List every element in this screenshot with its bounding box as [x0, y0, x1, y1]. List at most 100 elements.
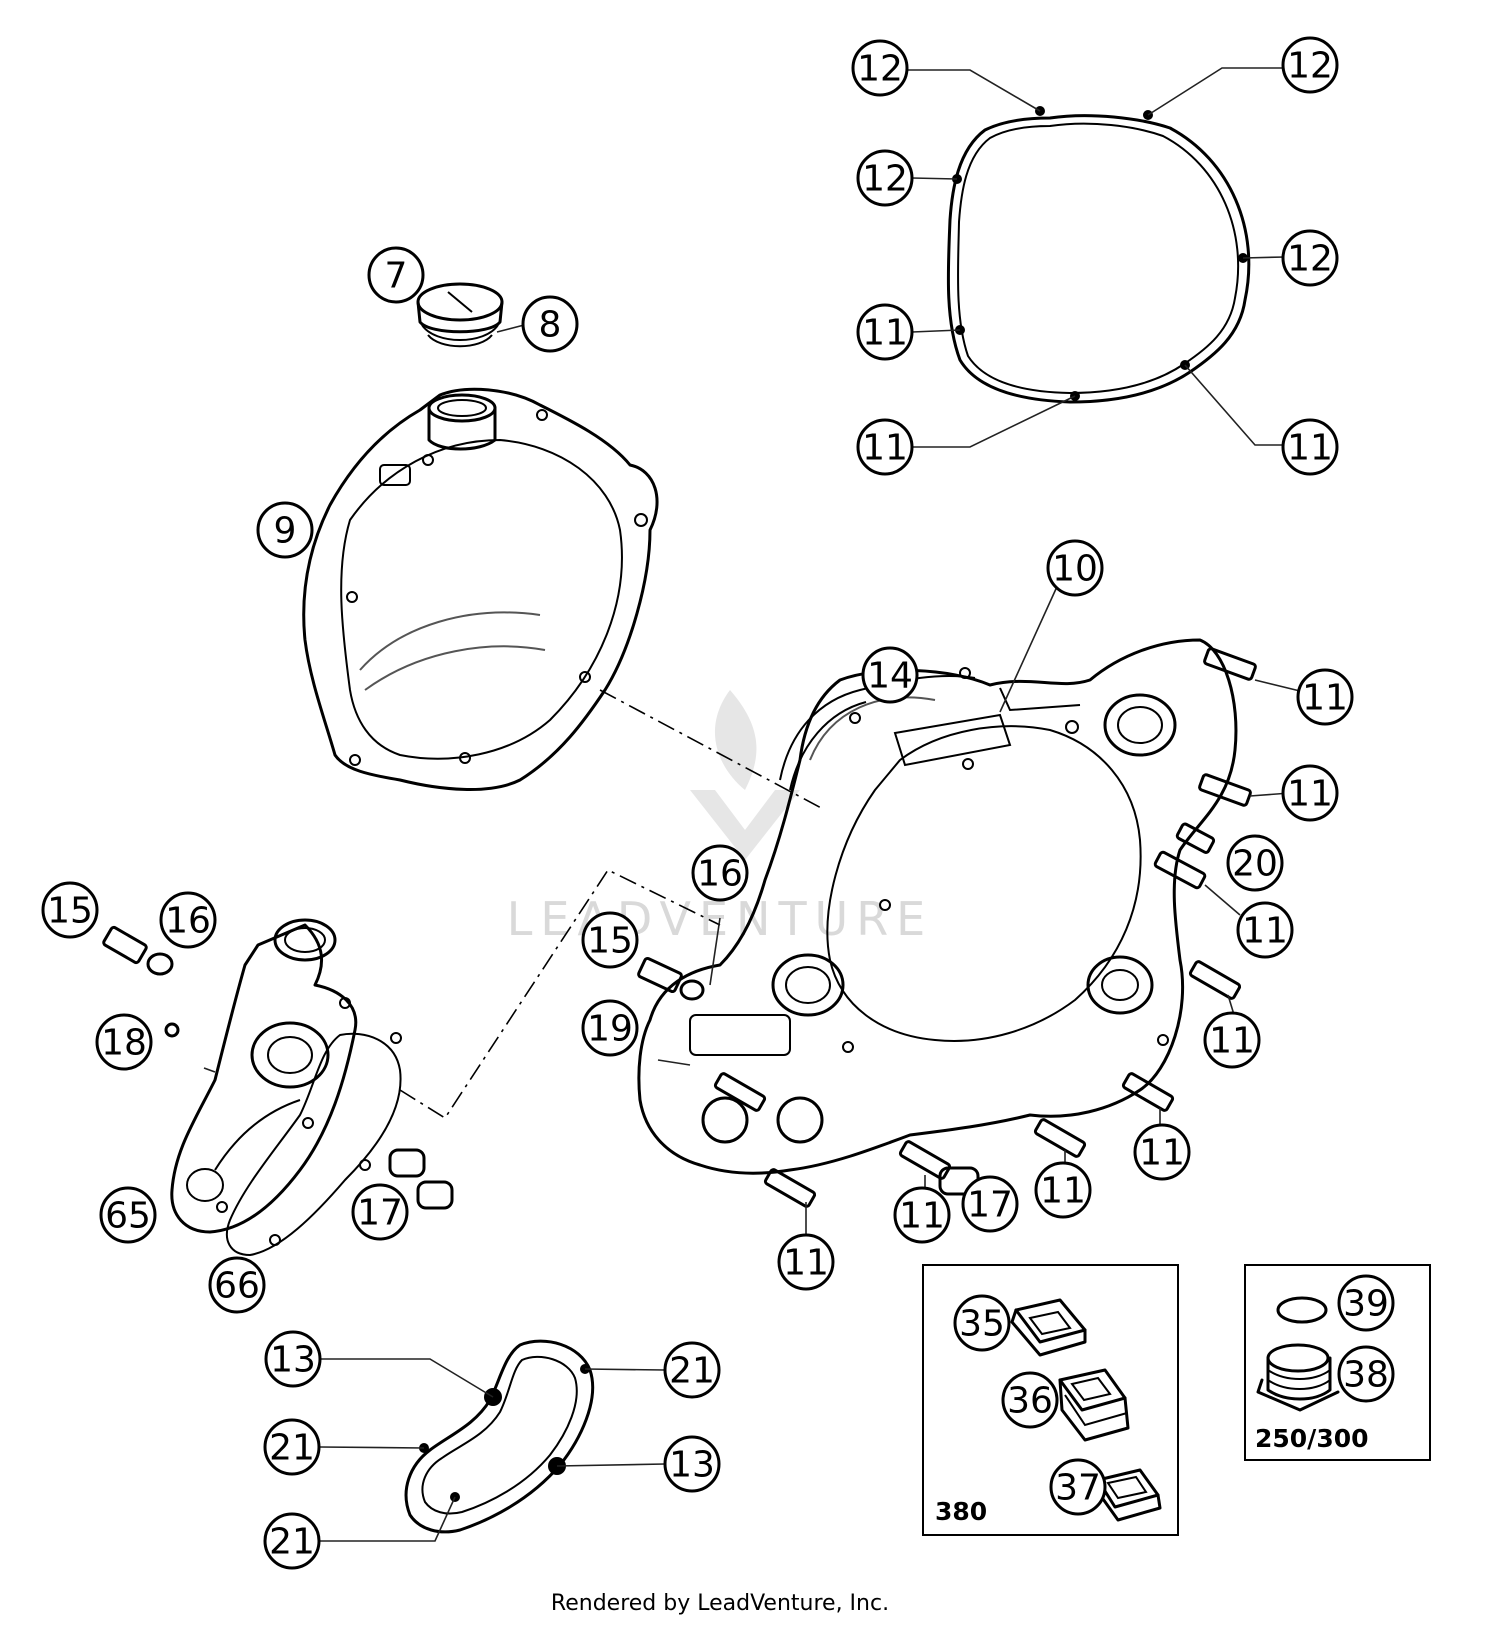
- callout-c19: 19: [581, 999, 639, 1057]
- callout-number: 16: [165, 901, 211, 942]
- callout-number: 20: [1232, 844, 1278, 885]
- callout-circle: [893, 1186, 951, 1244]
- callout-circle: [953, 1294, 1011, 1352]
- callout-c11-r1: 11: [1296, 668, 1354, 726]
- callout-c17-b: 17: [961, 1175, 1019, 1233]
- callout-c11-r3: 11: [1236, 901, 1294, 959]
- callout-circle: [521, 295, 579, 353]
- callout-number: 9: [274, 511, 297, 552]
- kit-box-380: 380: [922, 1264, 1179, 1536]
- callout-number: 38: [1343, 1355, 1389, 1396]
- callout-circle: [256, 501, 314, 559]
- callout-circle: [1049, 1458, 1107, 1516]
- callout-circle: [1226, 834, 1284, 892]
- callout-c15-l: 15: [41, 881, 99, 939]
- callout-c9: 9: [256, 501, 314, 559]
- callout-number: 10: [1052, 549, 1098, 590]
- water-pump-gasket: [319, 1339, 666, 1542]
- callout-c66: 66: [208, 1256, 266, 1314]
- callout-c20: 20: [1226, 834, 1284, 892]
- callout-c12-tl: 12: [851, 39, 909, 97]
- callout-c38: 38: [1337, 1345, 1395, 1403]
- callout-circle: [1281, 36, 1339, 94]
- water-pump-cover: [170, 918, 402, 1257]
- callout-circle: [856, 418, 914, 476]
- callout-circle: [691, 844, 749, 902]
- callout-c21-t: 21: [663, 1341, 721, 1399]
- clutch-cover-gasket: [905, 67, 1286, 448]
- callout-number: 37: [1055, 1468, 1101, 1509]
- callout-circle: [263, 1512, 321, 1570]
- callout-number: 11: [899, 1196, 945, 1237]
- callout-c11-gl: 11: [856, 303, 914, 361]
- callout-circle: [581, 911, 639, 969]
- callout-circle: [851, 39, 909, 97]
- dowel-sleeves: [388, 1148, 454, 1210]
- kit-box-250-300-label: 250/300: [1255, 1424, 1369, 1453]
- kit-box-250-300: 250/300: [1244, 1264, 1431, 1461]
- oil-filler-plug: [416, 282, 529, 348]
- callout-c11-b1: 11: [893, 1186, 951, 1244]
- callout-number: 39: [1343, 1284, 1389, 1325]
- callout-c15-c: 15: [581, 911, 639, 969]
- callout-circle: [961, 1175, 1019, 1233]
- callout-number: 12: [857, 49, 903, 90]
- callout-c17-l: 17: [351, 1183, 409, 1241]
- alignment-line-pump: [399, 868, 721, 1120]
- callout-c8: 8: [521, 295, 579, 353]
- callout-c11-b3: 11: [777, 1233, 835, 1291]
- center-drain-plug: [637, 917, 721, 1066]
- watermark: LEADVENTURE: [507, 690, 925, 946]
- callout-number: 12: [862, 159, 908, 200]
- callout-circle: [1296, 668, 1354, 726]
- callout-circle: [1281, 764, 1339, 822]
- callout-number: 11: [1209, 1021, 1255, 1062]
- inner-clutch-cover: [637, 579, 1238, 1175]
- callout-c11-r4: 11: [1203, 1011, 1261, 1069]
- callout-c12-mr: 12: [1281, 229, 1339, 287]
- callout-number: 12: [1287, 239, 1333, 280]
- alignment-line-cover: [599, 689, 826, 811]
- callout-c36: 36: [1001, 1371, 1059, 1429]
- callout-c11-r5: 11: [1133, 1123, 1191, 1181]
- callout-c35: 35: [953, 1294, 1011, 1352]
- callout-circle: [1046, 539, 1104, 597]
- callout-number: 19: [587, 1009, 633, 1050]
- callout-number: 21: [269, 1522, 315, 1563]
- callout-c11-bl: 11: [856, 418, 914, 476]
- callout-circle: [856, 303, 914, 361]
- callout-number: 11: [783, 1243, 829, 1284]
- cover-screws: [713, 647, 1301, 1238]
- callout-number: 21: [269, 1428, 315, 1469]
- callout-circle: [99, 1186, 157, 1244]
- callout-number: 16: [697, 854, 743, 895]
- callout-circle: [1034, 1161, 1092, 1219]
- callout-circle: [208, 1256, 266, 1314]
- callout-c11-r2: 11: [1281, 764, 1339, 822]
- callout-circle: [1281, 229, 1339, 287]
- callout-circle: [1133, 1123, 1191, 1181]
- callout-c65: 65: [99, 1186, 157, 1244]
- callout-circle: [1337, 1345, 1395, 1403]
- callout-number: 11: [862, 428, 908, 469]
- callout-c14: 14: [861, 646, 919, 704]
- callout-circle: [1236, 901, 1294, 959]
- callout-circle: [1281, 418, 1339, 476]
- callout-number: 17: [967, 1185, 1013, 1226]
- callout-c21-l: 21: [263, 1418, 321, 1476]
- callout-c11-b2: 11: [1034, 1161, 1092, 1219]
- callout-number: 12: [1287, 46, 1333, 87]
- callout-c21-b: 21: [263, 1512, 321, 1570]
- callout-circle: [159, 891, 217, 949]
- outer-clutch-cover: [302, 387, 659, 791]
- callout-c13-r: 13: [663, 1435, 721, 1493]
- rendered-by-footer: Rendered by LeadVenture, Inc.: [551, 1591, 889, 1616]
- callout-c10: 10: [1046, 539, 1104, 597]
- pump-plug-and-washer: [102, 925, 180, 1038]
- callout-c13-t: 13: [264, 1330, 322, 1388]
- callout-c16-l: 16: [159, 891, 217, 949]
- callout-circle: [856, 149, 914, 207]
- callout-number: 11: [1302, 678, 1348, 719]
